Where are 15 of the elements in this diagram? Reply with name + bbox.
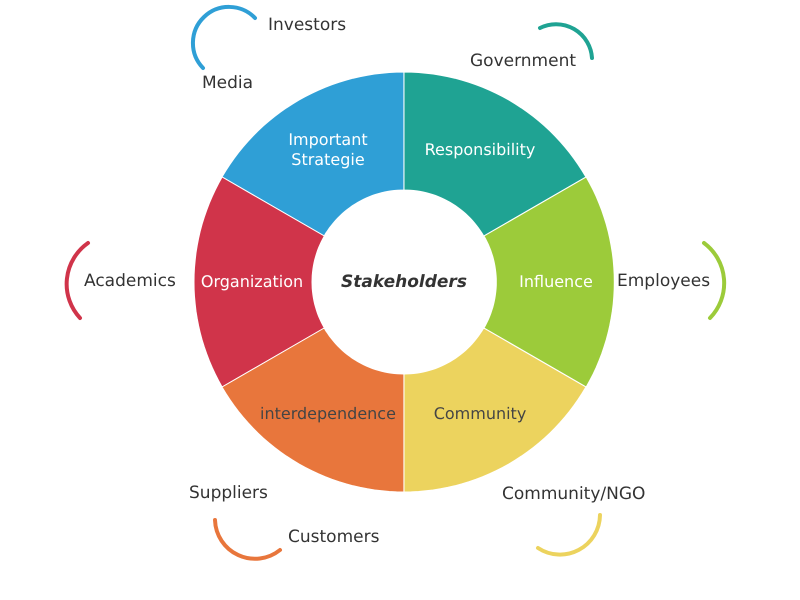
stakeholder-label: Suppliers [189, 483, 268, 503]
stakeholder-label: Government [470, 51, 576, 71]
stakeholder-label: Customers [288, 527, 380, 547]
segment-label: Responsibility [424, 140, 536, 160]
stakeholder-label: Academics [84, 271, 176, 291]
segment-label: interdependence [260, 404, 396, 424]
segment-label: Community [434, 404, 526, 424]
stakeholder-label: Media [202, 73, 254, 93]
segment-label: Organization [200, 272, 304, 292]
stakeholder-label: Investors [268, 15, 346, 35]
center-title: Stakeholders [341, 272, 467, 292]
stakeholder-label: Community/NGO [502, 484, 646, 504]
segment-label: Influence [519, 272, 593, 292]
stakeholder-label: Employees [617, 271, 710, 291]
segment-label: Important Strategie [287, 130, 369, 170]
